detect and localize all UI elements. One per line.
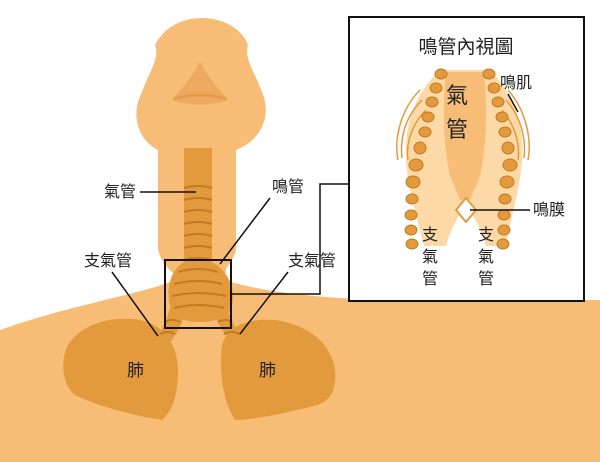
inset-panel: 鳴管內視圖 [348,16,585,302]
trachea [150,148,248,352]
lung-left [63,318,178,420]
trachea-tube [184,148,212,268]
head-mouth-shadow [172,62,228,105]
trachea-label: 氣管 [104,182,136,201]
bronchus-left-tube [150,300,188,352]
bronchus-right-label: 支氣管 [288,251,336,270]
inset-bronchus-right-char-3: 管 [478,269,494,288]
inset-connector [231,183,350,295]
lung-right-label: 肺 [259,361,276,381]
leader-lines [111,183,350,337]
bronchus-right-tube [210,300,248,350]
syrinx-leader [219,197,271,265]
lung-right [220,319,336,420]
bronchus-right-leader [239,271,289,335]
inset-title: 鳴管內視圖 [418,36,513,58]
inset-bronchus-left-char-3: 管 [422,269,438,288]
syringeal-muscle-label: 鳴肌 [500,73,532,92]
inset-rings-right [482,68,518,250]
inset-bronchus-left-char-2: 氣 [422,247,438,266]
head-mouth-line [173,94,227,100]
lung-left-label: 肺 [127,361,144,381]
inset-trachea-char-2: 管 [446,118,468,143]
inset-muscle-left [396,89,427,161]
inset-rings-left [404,68,448,250]
inset-bronchus-right-char-1: 支 [478,225,494,244]
bronchus-left-label: 支氣管 [84,251,132,270]
inset-bronchus-left-char-1: 支 [422,225,438,244]
inset-bronchus-right-char-2: 氣 [478,247,494,266]
syringeal-membrane-label: 鳴膜 [533,200,565,219]
syrinx-label: 鳴管 [272,177,304,196]
syringeal-muscle-leader [507,93,519,113]
bronchus-left-leader [111,271,159,337]
inset-trachea-char-1: 氣 [446,84,468,109]
inset-trachea-lumen [443,72,487,200]
